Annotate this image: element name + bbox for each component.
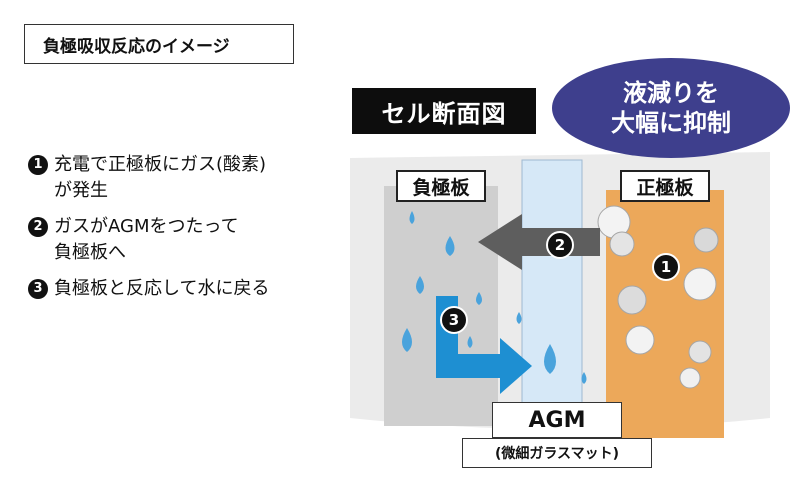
step-1-line-1: 充電で正極板にガス(酸素) (54, 154, 267, 175)
gas-transfer-arrow (478, 214, 600, 270)
water-return-arrow (436, 296, 532, 394)
step-1: 1 充電で正極板にガス(酸素) が発生 (28, 152, 348, 204)
reduction-badge: 液減りを 大幅に抑制 (552, 58, 790, 158)
water-drops (402, 211, 587, 384)
agm-separator (521, 159, 583, 411)
step-number-1: 1 (28, 155, 48, 175)
gas-bubble (625, 325, 655, 355)
gas-bubble (609, 231, 635, 257)
water-drop (516, 312, 522, 324)
step-2-line-2: 負極板へ (54, 242, 126, 263)
agm-label: AGM (492, 402, 622, 438)
step-2-line-1: ガスがAGMをつたって (54, 216, 239, 237)
step-number-2: 2 (28, 217, 48, 237)
agm-sub-label: (微細ガラスマット) (462, 438, 652, 468)
gas-bubble (688, 340, 712, 364)
gas-bubbles (597, 205, 719, 389)
step-3: 3 負極板と反応して水に戻る (28, 276, 348, 302)
step-1-line-2: が発生 (54, 180, 108, 201)
gas-bubble (679, 367, 701, 389)
gas-bubble (617, 285, 647, 315)
negative-plate-label: 負極板 (396, 170, 486, 202)
step-2: 2 ガスがAGMをつたって 負極板へ (28, 214, 348, 266)
water-drop (416, 276, 424, 294)
marker-2: 2 (546, 231, 574, 259)
water-drop (445, 236, 455, 256)
water-drop (476, 292, 482, 305)
gas-bubble (683, 267, 717, 301)
cross-section-label: セル断面図 (352, 88, 536, 134)
marker-3: 3 (440, 306, 468, 334)
water-drop (402, 328, 412, 352)
step-number-3: 3 (28, 279, 48, 299)
water-drop (581, 372, 587, 384)
page-title: 負極吸収反応のイメージ (24, 24, 294, 64)
badge-line-1: 液減りを (623, 79, 719, 107)
badge-line-2: 大幅に抑制 (611, 109, 731, 137)
step-3-line-1: 負極板と反応して水に戻る (54, 278, 270, 299)
marker-1: 1 (652, 253, 680, 281)
gas-bubble (693, 227, 719, 253)
water-drop (544, 344, 556, 374)
step-list: 1 充電で正極板にガス(酸素) が発生 2 ガスがAGMをつたって 負極板へ 3… (28, 152, 348, 312)
water-drop (467, 336, 473, 348)
positive-plate-label: 正極板 (620, 170, 710, 202)
water-drop (409, 211, 415, 224)
